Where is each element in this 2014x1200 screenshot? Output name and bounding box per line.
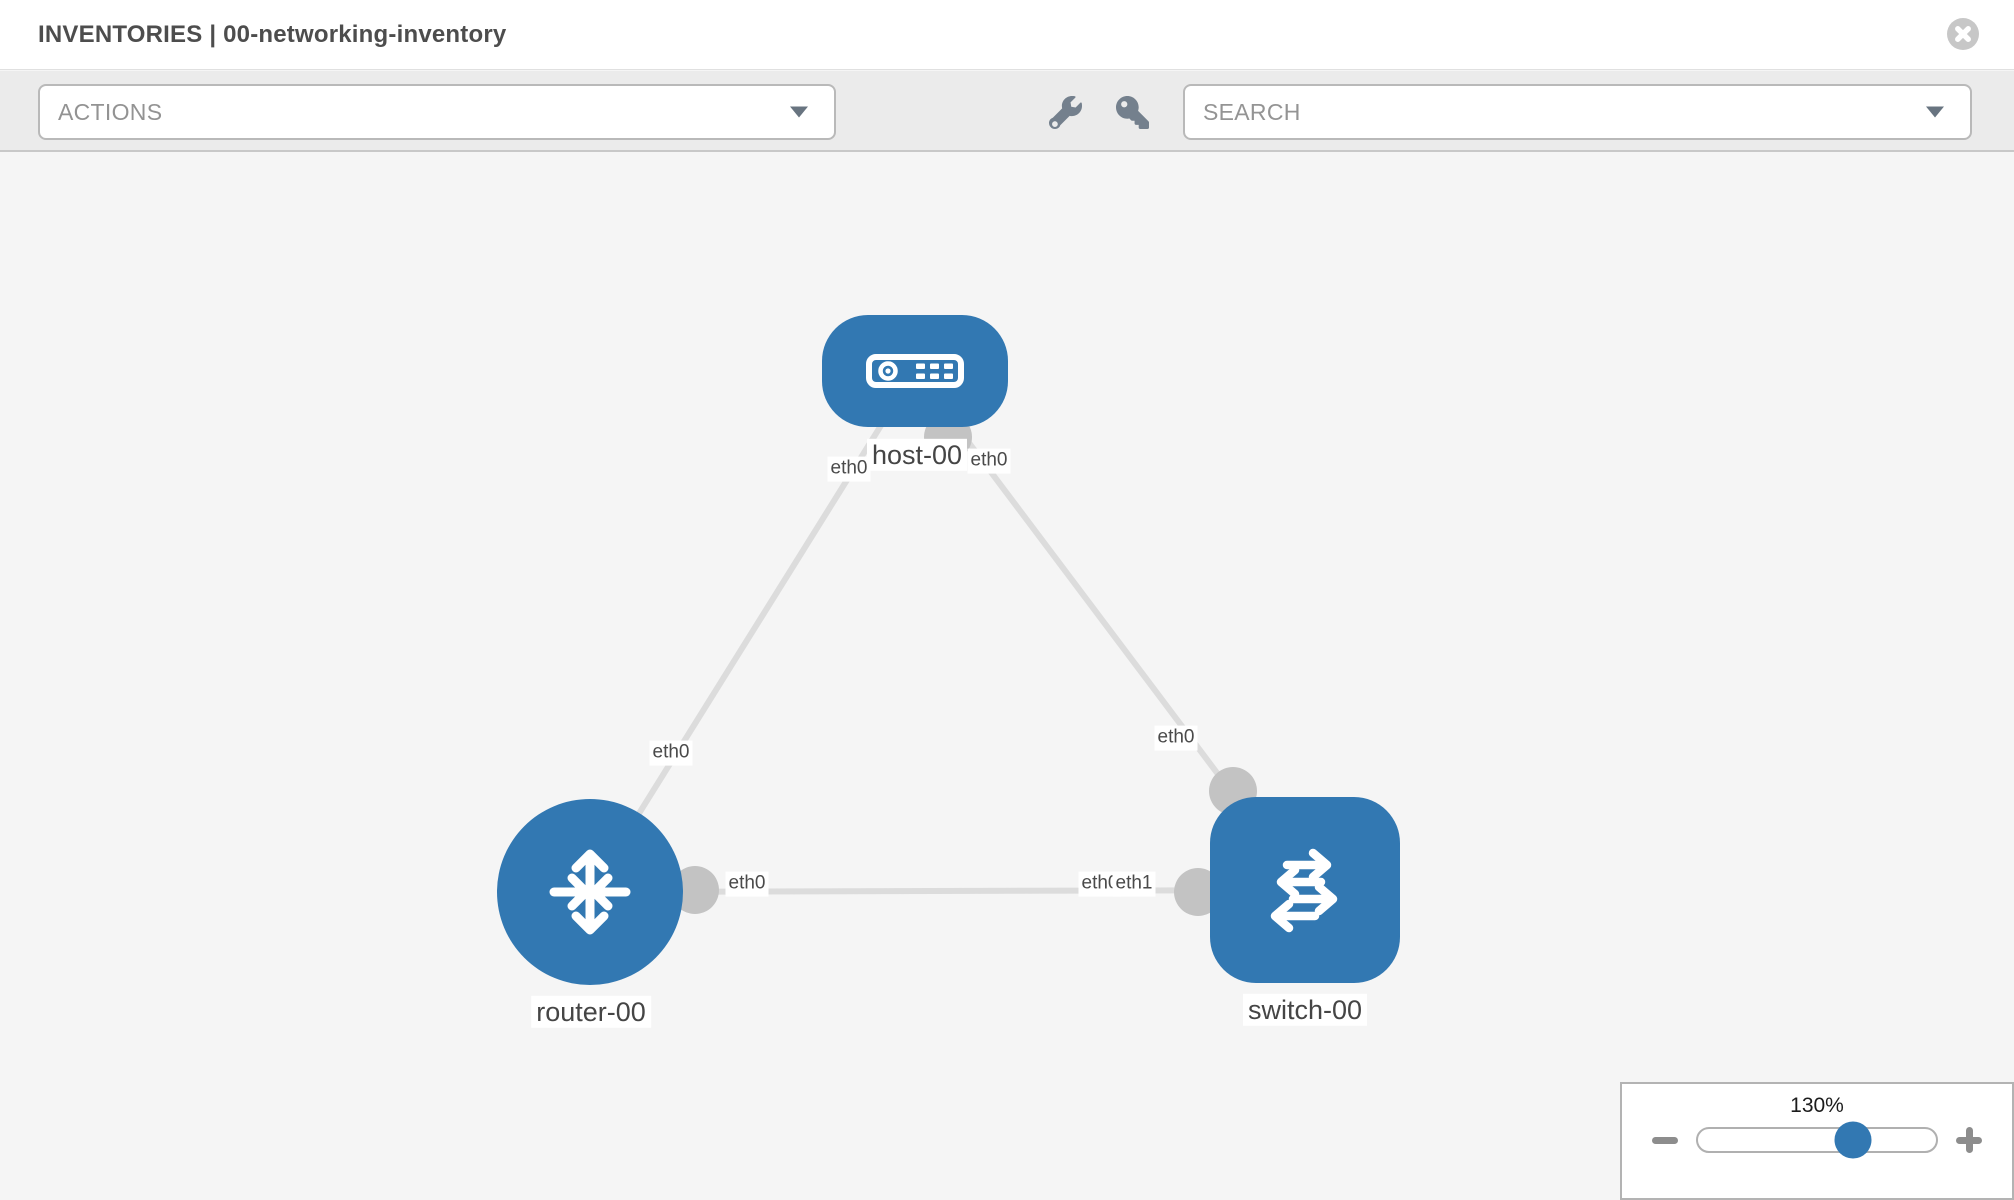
zoom-panel: 130% (1620, 1082, 2014, 1200)
zoom-in-button[interactable] (1956, 1127, 1982, 1153)
zoom-level: 130% (1790, 1094, 1844, 1117)
node-switch-00[interactable] (1210, 797, 1400, 983)
node-label-router: router-00 (531, 995, 651, 1029)
header: INVENTORIES | 00-networking-inventory (0, 0, 2014, 70)
key-icon (1115, 96, 1149, 129)
node-host-00[interactable] (822, 315, 1008, 427)
chevron-down-icon (1926, 106, 1944, 118)
switch-arrows-icon (1270, 848, 1338, 933)
node-label-switch: switch-00 (1242, 993, 1368, 1027)
wrench-icon (1048, 96, 1082, 129)
iface-label-router-switch-at-switch: eth1 (1112, 871, 1156, 897)
chevron-down-icon (790, 106, 808, 118)
node-label-host: host-00 (866, 438, 968, 472)
search-dropdown[interactable] (1183, 84, 1972, 140)
close-button[interactable] (1946, 18, 1980, 52)
credentials-button[interactable] (1114, 95, 1150, 131)
page-title: INVENTORIES | 00-networking-inventory (38, 20, 507, 48)
links-layer (587, 369, 1308, 916)
actions-dropdown-label: ACTIONS (58, 98, 163, 125)
node-router-00[interactable] (497, 799, 683, 985)
zoom-out-button[interactable] (1652, 1136, 1678, 1144)
actions-dropdown[interactable]: ACTIONS (38, 84, 836, 140)
iface-label-router-switch-at-router: eth0 (725, 871, 769, 897)
zoom-slider-row (1622, 1121, 2012, 1159)
iface-label-host-switch-at-host: eth0 (967, 448, 1011, 474)
zoom-slider-handle[interactable] (1834, 1121, 1872, 1159)
close-icon (1947, 18, 1979, 50)
endpoint-circle-router-switch-at-router (671, 866, 719, 914)
zoom-slider-track[interactable] (1696, 1121, 1938, 1159)
iface-label-host-router-at-router: eth0 (649, 740, 693, 766)
server-icon (866, 354, 964, 388)
search-input[interactable] (1185, 86, 1970, 138)
iface-label-host-router-at-host: eth0 (827, 456, 871, 482)
topology-canvas[interactable]: eth0 eth0 eth0 eth0 eth0 eth0 eth1 host-… (0, 152, 2014, 1200)
tools-button[interactable] (1047, 95, 1083, 131)
toolbar: ACTIONS (0, 71, 2014, 152)
iface-label-host-switch-at-switch: eth0 (1154, 725, 1198, 751)
router-arrows-icon (549, 849, 631, 935)
